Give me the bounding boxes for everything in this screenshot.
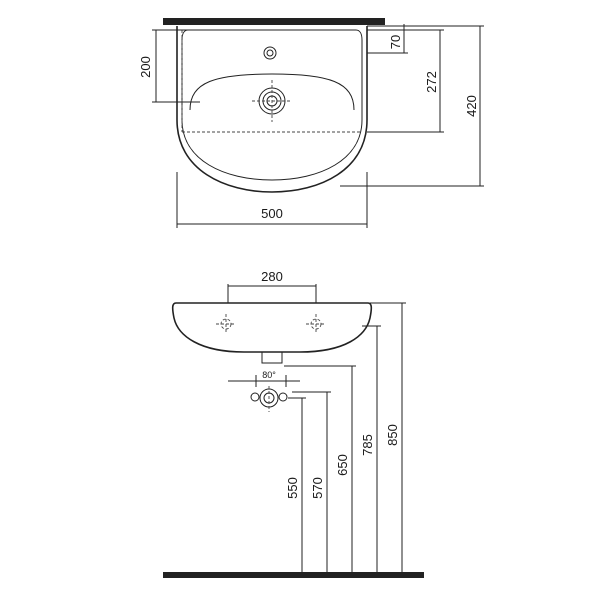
basin-rim-curve (189, 73, 355, 111)
dim-280-label: 280 (261, 269, 283, 284)
height-label-850: 850 (385, 424, 400, 446)
floor-bar (163, 572, 424, 578)
dim-70-label: 70 (388, 35, 403, 49)
drain-stub (261, 351, 283, 364)
dim-272-label: 272 (424, 71, 439, 93)
top-view: 200 70 272 420 500 (138, 18, 484, 228)
top-wall-bar (163, 18, 385, 25)
basin-outline-front (171, 302, 373, 353)
tap-marker-right-icon (306, 314, 326, 334)
height-dimensions: 550 570 650 785 850 (284, 302, 406, 572)
height-label-650: 650 (335, 454, 350, 476)
height-label-550: 550 (285, 477, 300, 499)
pipe-fitting-icon (228, 375, 300, 412)
basin-outline-top (176, 26, 368, 193)
dim-200-label: 200 (138, 56, 153, 78)
height-label-785: 785 (360, 434, 375, 456)
tap-hole-inner (266, 49, 274, 57)
basin-inner-bowl (181, 29, 363, 181)
dim-420-label: 420 (464, 95, 479, 117)
height-label-570: 570 (310, 477, 325, 499)
front-view: 280 80° 550 570 (163, 269, 424, 578)
dim-500-label: 500 (261, 206, 283, 221)
tap-hole-icon (263, 46, 277, 60)
angle-label: 80° (262, 370, 276, 380)
tap-marker-left-icon (216, 314, 236, 334)
